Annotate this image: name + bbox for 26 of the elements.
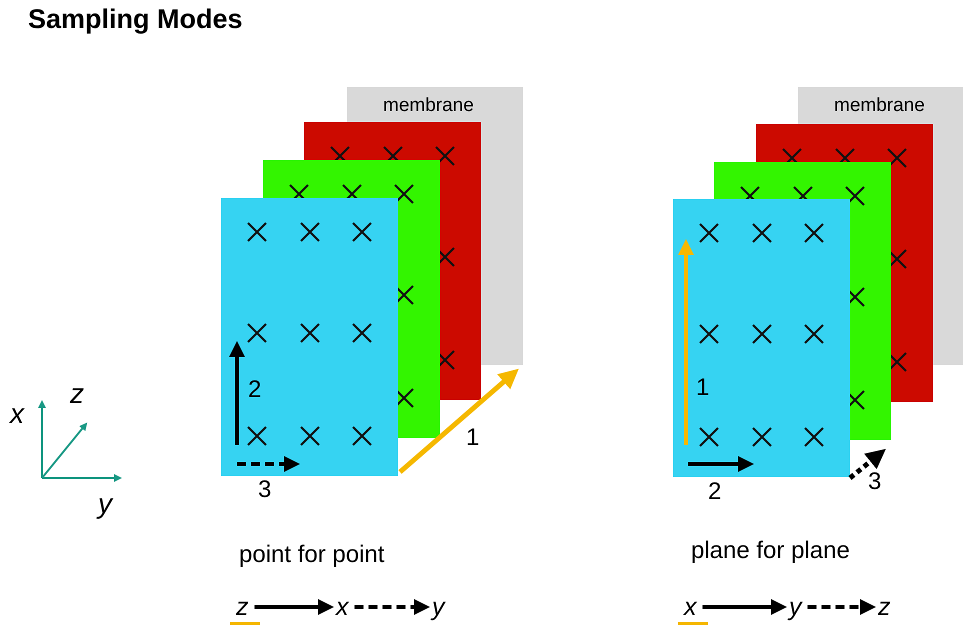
axis-symbol: z [236, 593, 248, 621]
axis-symbol: y [789, 593, 802, 621]
axis-label: x [10, 398, 24, 430]
axis-label: z [70, 378, 84, 410]
arrow [702, 599, 787, 615]
mode-caption: point for point [239, 541, 384, 569]
panel-label: membrane [834, 95, 925, 117]
membrane-panel [347, 87, 523, 122]
arrow [254, 599, 334, 615]
mode-caption: plane for plane [691, 537, 850, 565]
panel-label: membrane [383, 95, 474, 117]
axis-label: y [98, 488, 112, 520]
axis-symbol: x [684, 593, 696, 621]
membrane-panel [798, 87, 963, 124]
axis-symbol: x [336, 593, 348, 621]
step-number: 3 [868, 468, 882, 496]
step-number: 1 [696, 374, 710, 402]
arrow [354, 599, 430, 615]
arrow [808, 599, 876, 615]
step-number: 3 [258, 476, 272, 504]
axis-symbol: z [878, 593, 890, 621]
step-number: 1 [466, 424, 480, 452]
step-number: 2 [708, 478, 722, 506]
axis-symbol: y [432, 593, 444, 621]
step-number: 2 [248, 376, 262, 404]
title: Sampling Modes [28, 4, 243, 35]
